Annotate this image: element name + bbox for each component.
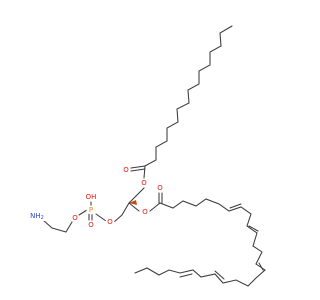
phosphorus-atom: P — [89, 206, 93, 214]
amine-label: NH — [30, 212, 41, 220]
atom-labels: O O O O O P OH O O NH2 — [30, 165, 165, 230]
double-bond-14 — [214, 270, 225, 280]
ethanolamine-o-to-ch2 — [65, 221, 73, 233]
double-bond-5 — [229, 203, 242, 209]
phosphate-oxo-oxygen: O — [88, 221, 94, 229]
phosphorus-to-ester-o — [78, 209, 88, 216]
glycerol-ch-to-ch2 — [121, 202, 130, 216]
arachidonoyl-chain — [134, 192, 266, 287]
ester-oxygen-middle: O — [142, 208, 148, 216]
arachidonoyl-ester-o-to-carbonyl — [149, 202, 161, 212]
o-to-phosphorus — [95, 213, 107, 222]
amine-group: NH2 — [30, 212, 44, 221]
stearoyl-carbonyl-double-bond-b — [130, 168, 146, 172]
amine-subscript: 2 — [41, 215, 44, 221]
ester-oxygen-top: O — [141, 179, 147, 187]
stearoyl-carbonyl-double-bond-a — [130, 165, 146, 169]
stearoyl-backbone — [144, 25, 233, 167]
stearoyl-carbonyl-to-ester-o — [143, 165, 146, 179]
structural-formula: O O O O O P OH O O NH2 — [30, 25, 266, 287]
glycerol-ch2-to-ch — [128, 194, 138, 204]
phosphate-hydroxyl: OH — [86, 193, 97, 201]
molecule-canvas: O O O O O P OH O O NH2 — [30, 25, 266, 287]
carbonyl-oxygen-top: O — [123, 166, 129, 174]
glycerol-ch2-to-o — [113, 214, 123, 223]
double-bond-17 — [179, 273, 193, 278]
glycerol-backbone — [113, 187, 145, 223]
glycerol-oxygen: O — [107, 218, 113, 226]
double-bond-11 — [258, 262, 264, 271]
carbonyl-oxygen-middle: O — [157, 184, 163, 192]
stearoyl-chain — [130, 25, 233, 179]
ethanolamine-ch2-to-ch2 — [51, 227, 67, 233]
arachidonoyl-backbone — [134, 198, 266, 287]
ethanolamine-ch2-to-n — [42, 219, 53, 229]
stereo-wedge-bond — [129, 200, 137, 205]
phosphate-ester-oxygen: O — [72, 214, 78, 222]
glycerol-o-to-ch2 — [136, 187, 145, 196]
double-bond-8 — [248, 225, 259, 232]
glycerol-ch-to-o — [128, 202, 140, 212]
